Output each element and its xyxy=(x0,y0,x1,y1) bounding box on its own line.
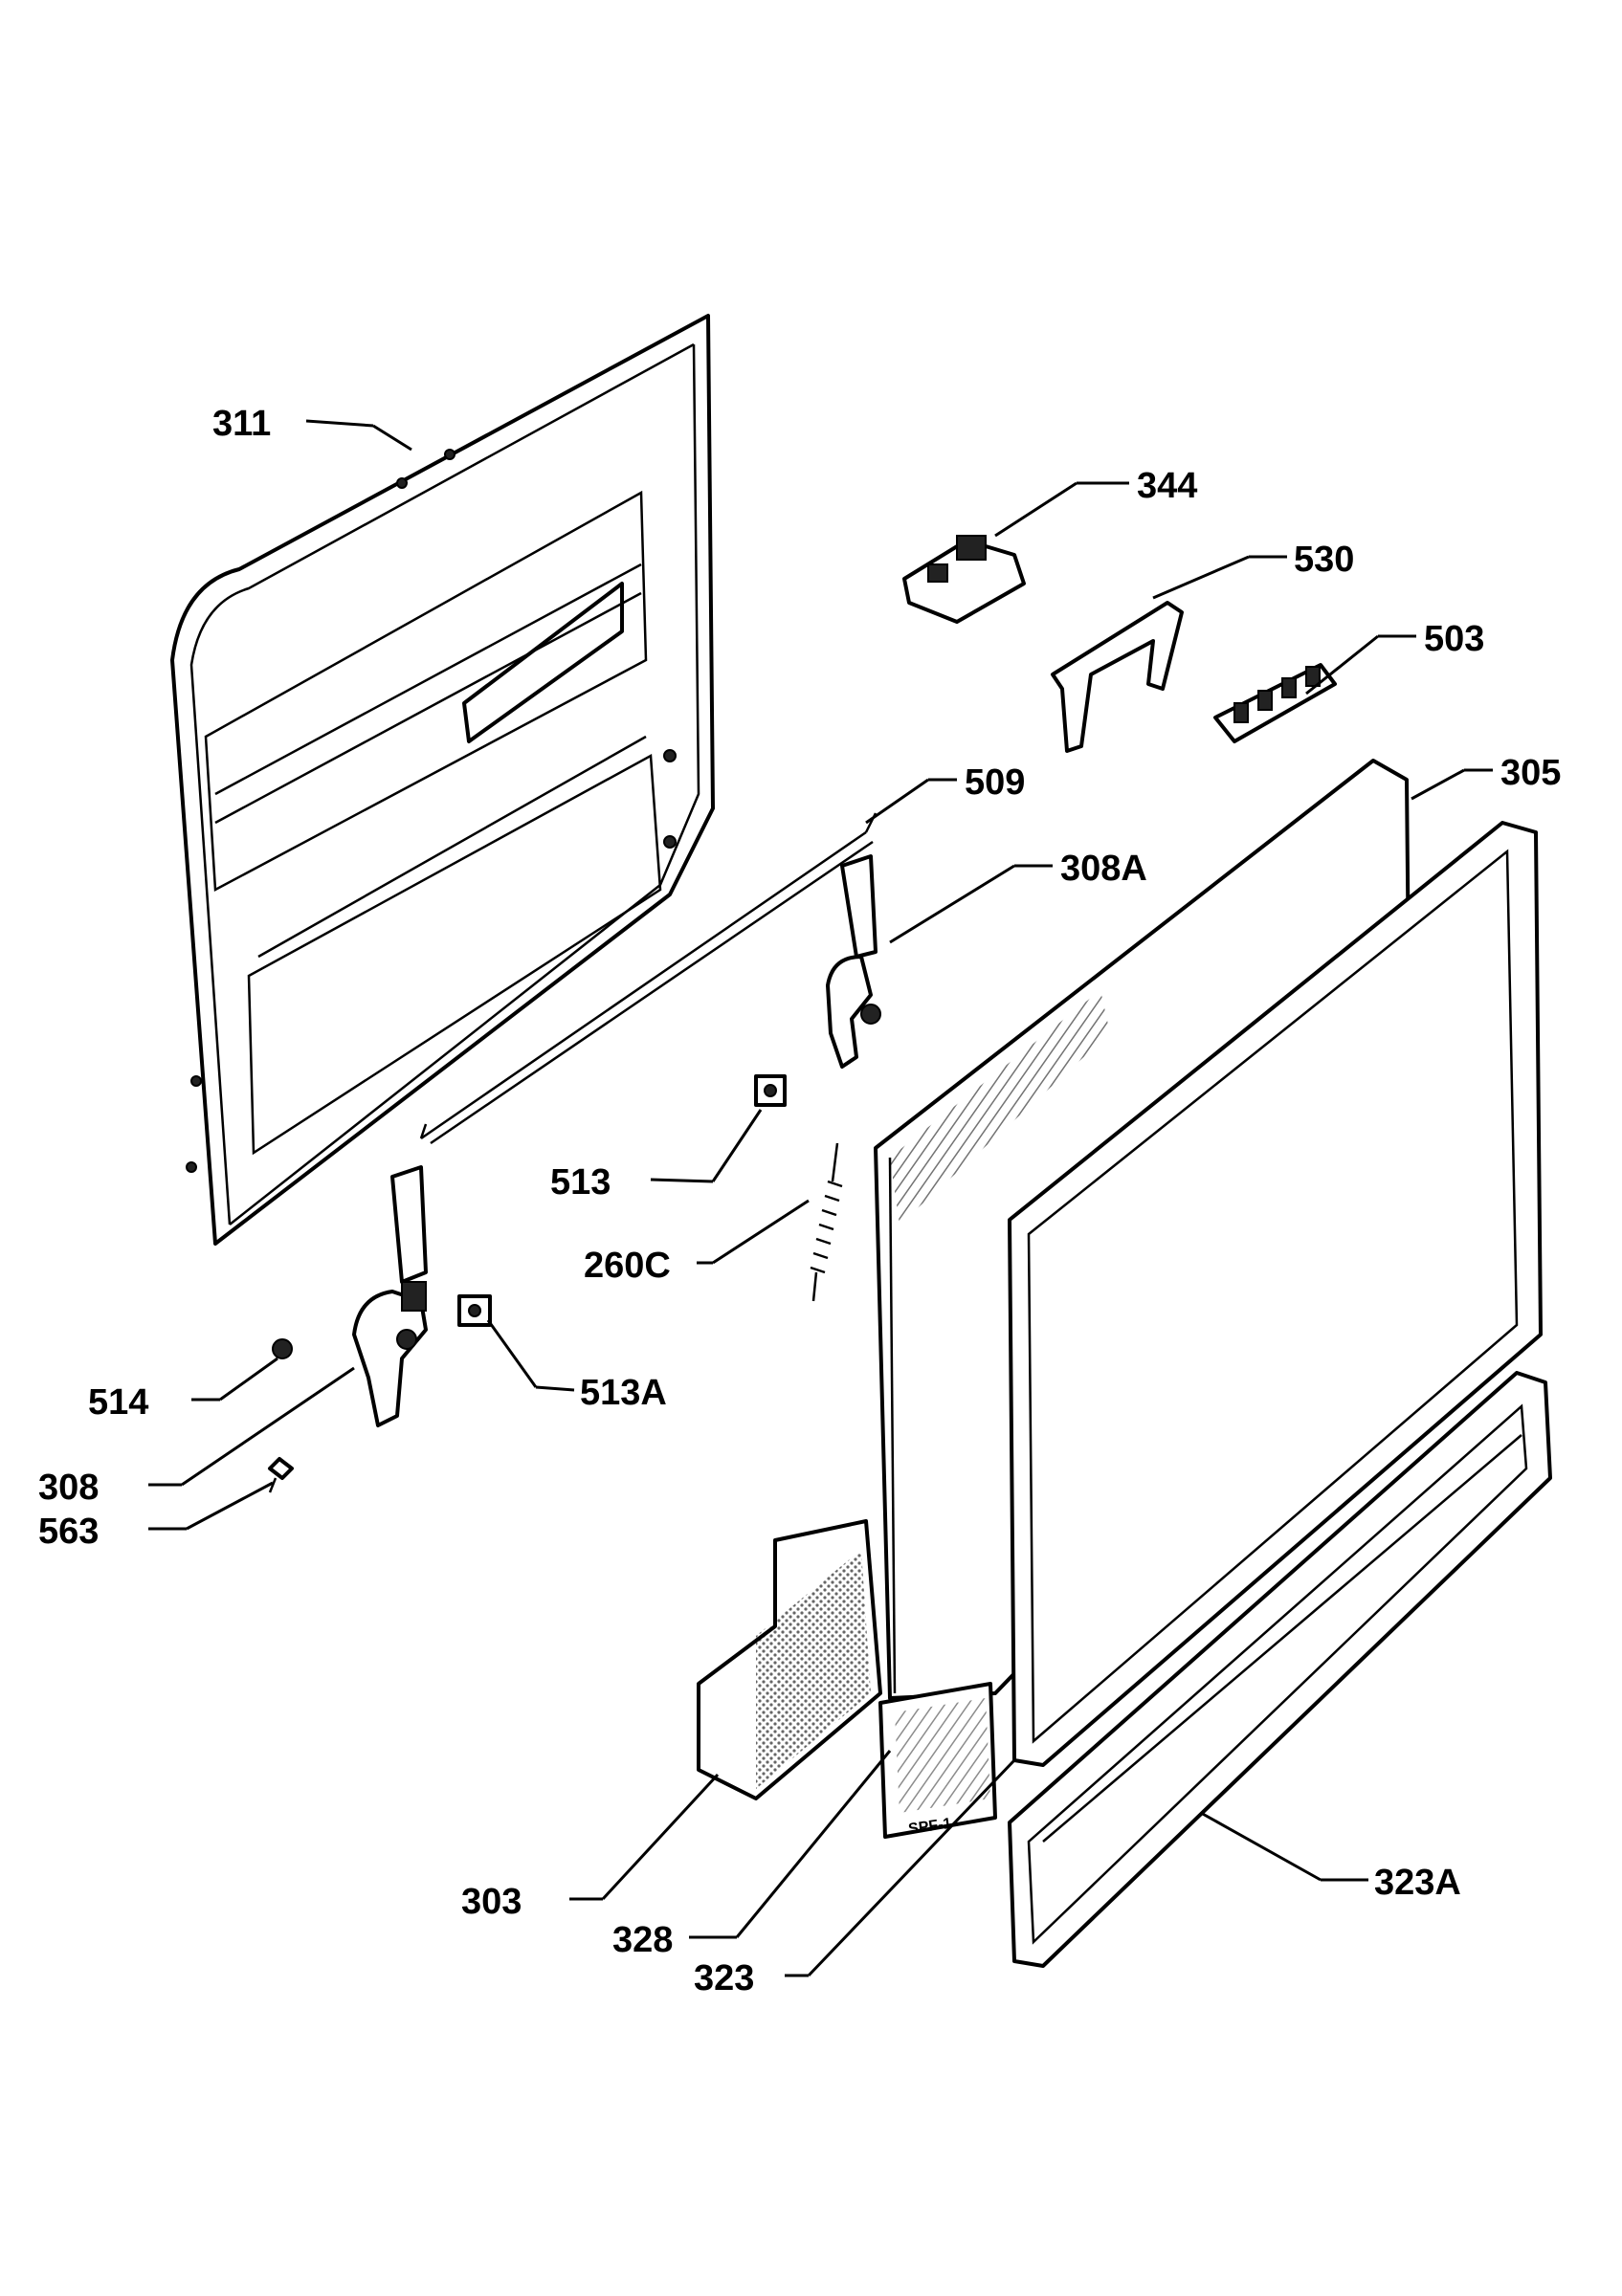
left-hinge-308 xyxy=(352,1165,428,1427)
label-344: 344 xyxy=(1137,466,1197,506)
latch-530 xyxy=(1051,601,1184,753)
label-311: 311 xyxy=(212,404,271,444)
label-513A: 513A xyxy=(580,1373,667,1413)
label-563: 563 xyxy=(38,1512,99,1552)
switch-block-503 xyxy=(1213,663,1337,743)
label-328: 328 xyxy=(612,1920,673,1960)
kick-plate-303 xyxy=(697,1519,882,1800)
right-hinge-308A xyxy=(826,854,881,1069)
leader-lines xyxy=(148,419,1493,1977)
bracket-344 xyxy=(902,535,1026,624)
label-514: 514 xyxy=(88,1382,148,1423)
label-305: 305 xyxy=(1500,753,1561,793)
label-308A: 308A xyxy=(1060,849,1147,889)
label-323: 323 xyxy=(694,1958,754,1998)
lower-trim-323A xyxy=(1008,1371,1552,1968)
label-530: 530 xyxy=(1294,540,1354,580)
diagram-stamp: SPF-1 xyxy=(907,1816,952,1838)
part-labels: 311 344 530 503 509 305 308A 513 260C 51… xyxy=(38,404,1561,1998)
label-308: 308 xyxy=(38,1468,99,1508)
label-260C: 260C xyxy=(584,1246,671,1286)
label-323A: 323A xyxy=(1374,1863,1461,1903)
label-509: 509 xyxy=(965,762,1025,803)
lower-panel-328 xyxy=(878,1682,997,1839)
label-503: 503 xyxy=(1424,619,1484,659)
part-513 xyxy=(754,1074,787,1107)
part-513A xyxy=(457,1294,492,1327)
inner-door-panel-311 xyxy=(170,314,715,1246)
label-303: 303 xyxy=(461,1882,522,1922)
screw-563 xyxy=(268,1457,294,1493)
spring-260C xyxy=(810,1142,843,1302)
nut-514 xyxy=(272,1338,293,1359)
label-513: 513 xyxy=(550,1162,611,1203)
